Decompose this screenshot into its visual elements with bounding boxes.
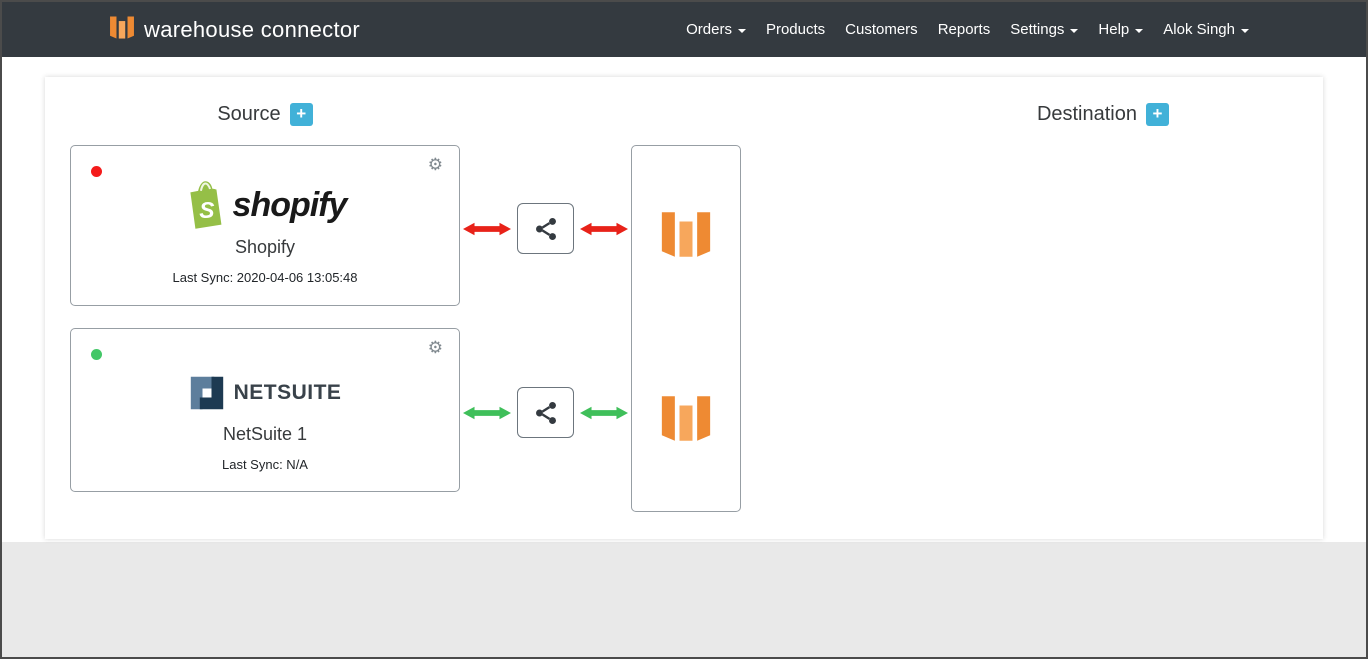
sync-arrow-red [463,222,511,236]
source-name: NetSuite 1 [222,424,308,444]
nav-item-help[interactable]: Help [1088,15,1153,44]
netsuite-logo: NETSUITE [189,375,342,411]
nav-label: Orders [686,21,732,38]
nav-item-products[interactable]: Products [756,15,835,44]
caret-down-icon [737,28,746,33]
shopify-monogram: S [199,197,214,223]
destination-title: Destination [1036,103,1137,125]
caret-down-icon [1135,28,1144,33]
source-card-netsuite: ⚙ NETSUITE NetSuite 1 Last Sync: N/A [70,328,460,492]
shopify-bag-icon: S [189,181,221,229]
nav-item-settings[interactable]: Settings [1000,15,1088,44]
add-source-button[interactable]: + [289,103,313,126]
sync-arrow-green [463,406,511,420]
sync-arrow-green [580,406,628,420]
sync-arrow-red [580,222,628,236]
destination-header: Destination + [1037,103,1169,126]
nav-item-user-menu[interactable]: Alok Singh [1153,15,1259,44]
destination-warehouse-icon [632,211,740,258]
source-title: Source [217,103,281,125]
shopify-wordmark: shopify [232,185,348,224]
navbar-container: warehouse connector Orders Products Cust… [109,2,1259,57]
nav-label: Settings [1010,21,1065,38]
connection-share-icon[interactable] [517,387,574,438]
nav-label: Help [1098,21,1130,38]
source-card-shopify: ⚙ S shopify Shopify Last Sync: 2020-04-0… [70,145,460,306]
source-header: Source + [70,103,460,126]
nav-item-customers[interactable]: Customers [835,15,928,44]
page-background: warehouse connector Orders Products Cust… [2,2,1366,542]
warehouse-logo-icon [109,15,135,44]
nav-links: Orders Products Customers Reports Settin… [676,15,1259,44]
brand-text: warehouse connector [144,16,361,42]
source-name: Shopify [234,237,296,257]
nav-item-orders[interactable]: Orders [676,15,756,44]
nav-label: Reports [937,21,991,38]
status-dot-ok [91,349,102,360]
nav-label: Products [765,21,826,38]
shopify-logo: S shopify [184,180,347,230]
caret-down-icon [1070,28,1079,33]
netsuite-wordmark: NETSUITE [233,381,342,404]
add-destination-button[interactable]: + [1146,103,1169,126]
share-nodes-icon [535,401,556,424]
destination-warehouse-icon [632,395,740,442]
top-navbar: warehouse connector Orders Products Cust… [2,2,1366,57]
caret-down-icon [1241,28,1249,33]
destination-panel [631,145,741,512]
gear-icon[interactable]: ⚙ [427,155,443,174]
gear-icon[interactable]: ⚙ [427,338,443,357]
connection-share-icon[interactable] [517,203,574,254]
netsuite-n-icon [190,376,223,410]
status-dot-error [91,166,102,177]
share-nodes-icon [535,217,556,240]
brand-link[interactable]: warehouse connector [109,15,361,44]
nav-label: Customers [845,21,918,38]
last-sync-text: Last Sync: N/A [222,457,308,472]
nav-item-reports[interactable]: Reports [928,15,1001,44]
nav-label: Alok Singh [1163,21,1235,38]
connector-board: Source + Destination + ⚙ S shopify [45,77,1323,539]
last-sync-text: Last Sync: 2020-04-06 13:05:48 [172,270,358,285]
